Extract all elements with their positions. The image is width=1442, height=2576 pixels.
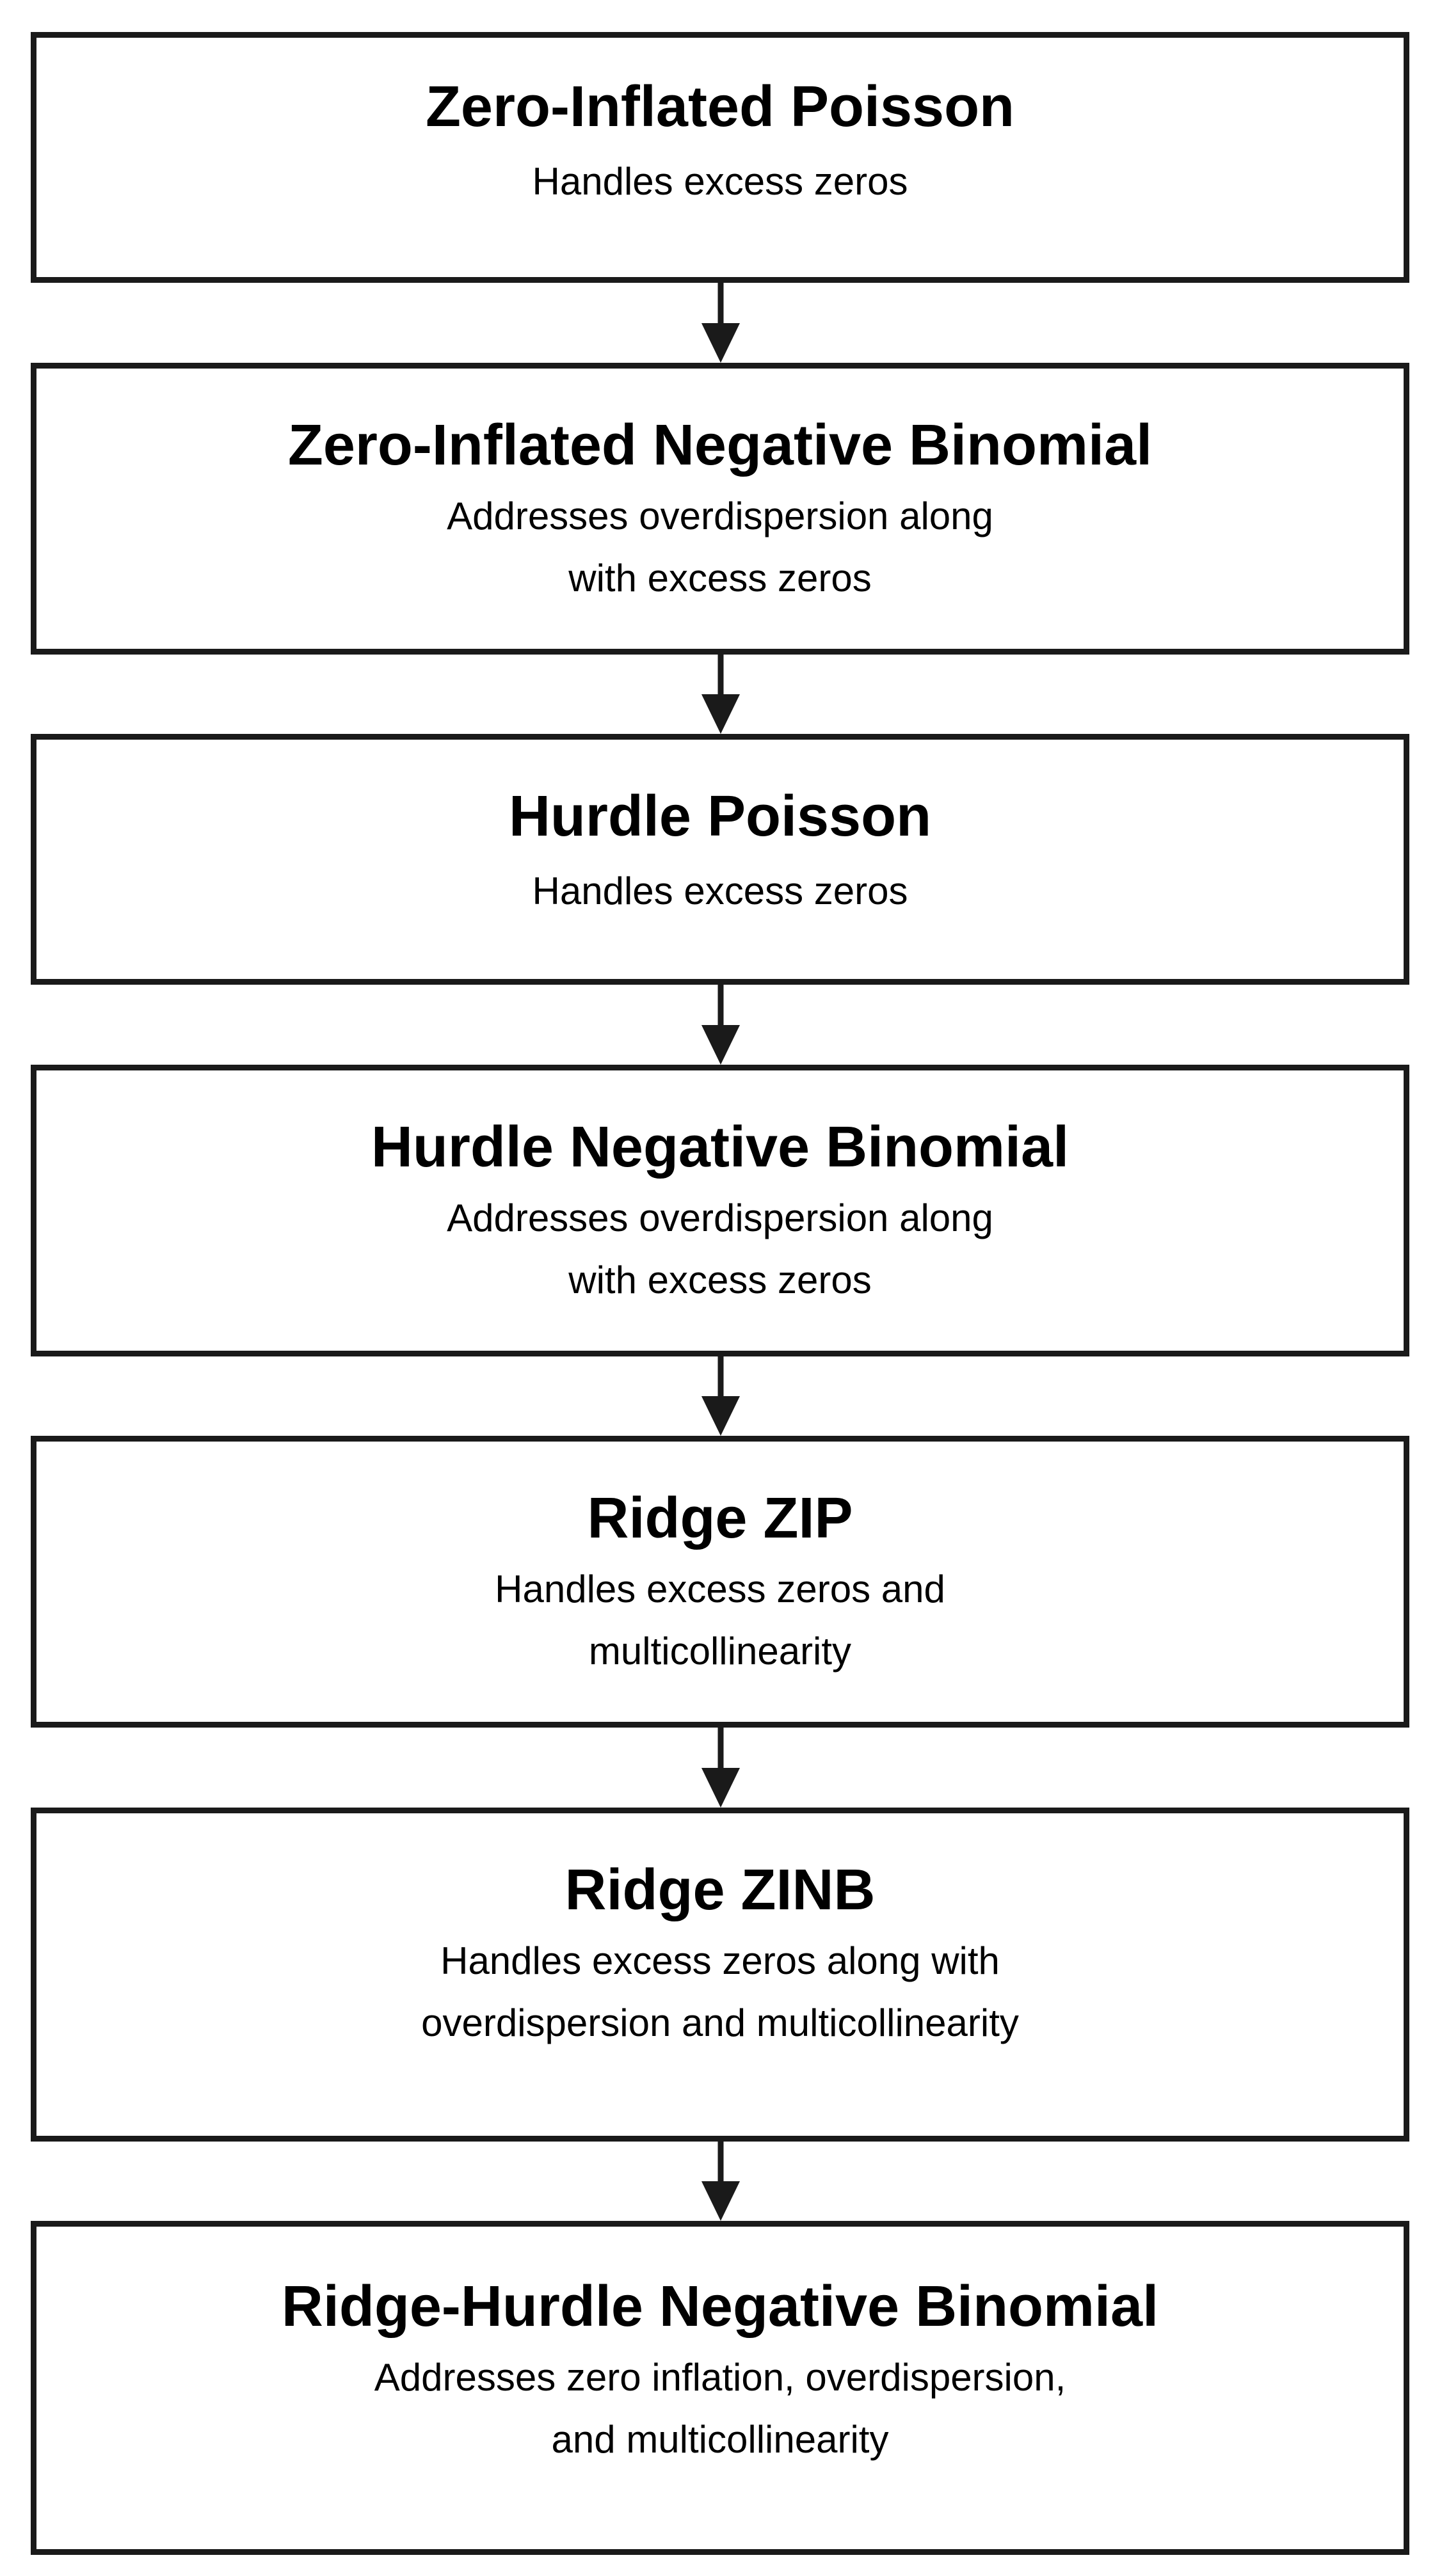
arrow-head: [701, 1768, 740, 1808]
node-description: Addresses zero inflation, overdispersion…: [374, 2346, 1066, 2470]
node-description: Addresses overdispersion along with exce…: [447, 485, 993, 609]
node-description-line: Handles excess zeros: [532, 870, 908, 912]
node-title: Ridge ZIP: [587, 1486, 853, 1550]
node-description-line: Handles excess zeros and: [495, 1568, 945, 1610]
node-ridge-zinb: Ridge ZINB Handles excess zeros along wi…: [31, 1808, 1409, 2142]
node-description-line: Addresses overdispersion along: [447, 495, 993, 537]
node-hurdle-negative-binomial: Hurdle Negative Binomial Addresses overd…: [31, 1065, 1409, 1356]
node-description-line: Addresses zero inflation, overdispersion…: [374, 2356, 1066, 2399]
node-zero-inflated-negative-binomial: Zero-Inflated Negative Binomial Addresse…: [31, 363, 1409, 655]
node-description-line: with excess zeros: [568, 1259, 872, 1301]
node-description-line: Handles excess zeros: [532, 160, 908, 203]
node-title: Zero-Inflated Poisson: [425, 75, 1015, 139]
node-description: Addresses overdispersion along with exce…: [447, 1187, 993, 1311]
node-title: Ridge ZINB: [565, 1858, 876, 1922]
node-zero-inflated-poisson: Zero-Inflated Poisson Handles excess zer…: [31, 32, 1409, 283]
node-title: Ridge-Hurdle Negative Binomial: [281, 2275, 1159, 2339]
arrow-head: [701, 694, 740, 734]
node-description: Handles excess zeros: [533, 860, 908, 922]
node-hurdle-poisson: Hurdle Poisson Handles excess zeros: [31, 734, 1409, 985]
node-description-line: and multicollinearity: [551, 2418, 889, 2461]
node-ridge-zip: Ridge ZIP Handles excess zeros and multi…: [31, 1436, 1409, 1728]
arrow-head: [701, 2181, 740, 2221]
node-description: Handles excess zeros: [533, 150, 908, 212]
node-description-line: multicollinearity: [588, 1630, 852, 1673]
arrow-head: [701, 323, 740, 363]
node-description: Handles excess zeros and multicollineari…: [495, 1558, 945, 1682]
arrow-head: [701, 1396, 740, 1436]
node-description-line: Addresses overdispersion along: [447, 1197, 993, 1239]
node-ridge-hurdle-negative-binomial: Ridge-Hurdle Negative Binomial Addresses…: [31, 2221, 1409, 2555]
node-title: Hurdle Negative Binomial: [371, 1115, 1069, 1179]
node-description-line: overdispersion and multicollinearity: [421, 2001, 1019, 2044]
node-description-line: Handles excess zeros along with: [440, 1939, 1000, 1982]
node-description-line: with excess zeros: [568, 557, 872, 600]
node-description: Handles excess zeros along with overdisp…: [421, 1930, 1019, 2054]
arrow-head: [701, 1025, 740, 1065]
node-title: Zero-Inflated Negative Binomial: [287, 413, 1153, 477]
node-title: Hurdle Poisson: [508, 784, 932, 848]
